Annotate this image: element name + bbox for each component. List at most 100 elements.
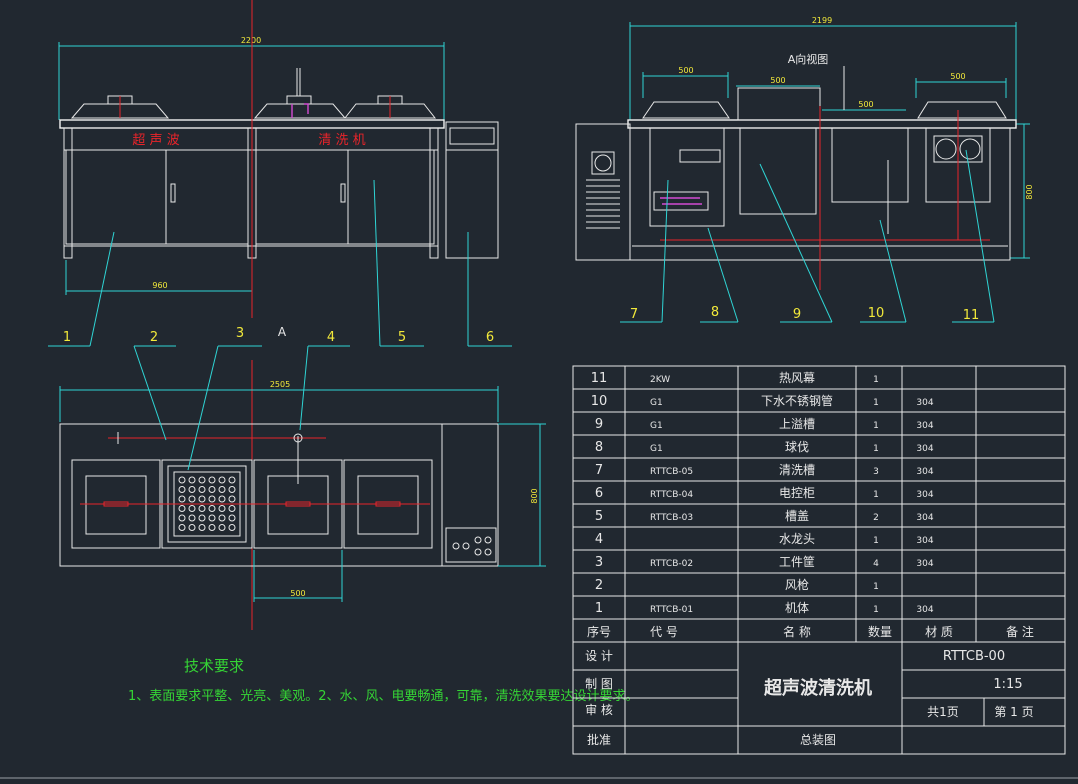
basket-hole [198,486,206,493]
side-dim-b: 500 [770,76,785,85]
bom-no: 4 [595,532,603,547]
basket-hole [198,524,206,531]
side-dim-a: 500 [678,66,693,75]
bom-no: 6 [595,486,603,501]
basket-hole [178,476,186,484]
bom-no: 11 [591,371,608,386]
bom-name: 上溢槽 [779,417,815,431]
bom-material: 304 [916,398,933,408]
bom-material: 304 [916,513,933,523]
bom-code: RTTCB-02 [650,559,693,569]
callout-8: 8 [711,305,719,320]
bom-name: 工件筐 [779,554,815,569]
callout-3: 3 [236,326,244,341]
basket-hole [198,514,206,522]
bom-material: 304 [916,421,933,431]
side-dim-d: 500 [950,72,965,81]
front-title-left: 超 声 波 [132,133,179,148]
plan-dim-partial: 500 [290,589,305,598]
basket-hole [198,505,206,512]
basket-hole [188,524,196,531]
bom-no: 9 [595,417,603,432]
basket-hole [178,514,186,522]
callout-2: 2 [150,330,158,345]
basket-hole [188,505,196,512]
bom-code: G1 [650,398,663,408]
bom-material: 304 [916,605,933,615]
front-dim-partial: 960 [152,281,167,290]
bom-qty: 1 [873,490,879,500]
bom-material: 304 [916,467,933,477]
basket-hole [208,524,216,531]
basket-hole [178,495,186,503]
tb-draw: 制 图 [585,677,613,691]
basket-hole [218,505,226,512]
bom-no: 1 [595,601,603,616]
bom-qty: 1 [873,421,879,431]
basket-hole [208,514,216,522]
bom-name: 机体 [785,601,809,615]
bom-qty: 1 [873,582,879,592]
bom-header-code: 代 号 [650,625,678,639]
bom-qty: 1 [873,444,879,454]
callout-6: 6 [486,330,494,345]
bom-code: G1 [650,421,663,431]
bom-no: 8 [595,440,603,455]
bom-material: 304 [916,559,933,569]
bom-qty: 2 [873,513,879,523]
front-dim-total: 2200 [241,36,261,45]
tb-check: 审 核 [585,702,613,717]
tb-approve: 批准 [587,732,611,747]
basket-hole [198,495,206,503]
basket-hole [178,524,186,531]
bom-qty: 1 [873,605,879,615]
bom-name: 下水不锈钢管 [761,393,833,408]
plan-dim-depth: 800 [530,488,539,503]
tb-product: 超声波清洗机 [764,677,872,699]
bom-name: 水龙头 [779,532,815,546]
bom-name: 电控柜 [779,486,815,500]
basket-hole [218,524,226,531]
basket-hole [228,514,236,522]
notes-title: 技术要求 [184,657,244,675]
plan-arrow-label: A [278,325,287,339]
bom-material: 304 [916,444,933,454]
callout-4: 4 [327,330,335,345]
bom-name: 清洗槽 [779,463,815,477]
basket-hole [188,495,196,503]
callout-10: 10 [868,306,885,321]
bom-name: 槽盖 [785,509,809,523]
basket-hole [208,505,216,512]
callout-9: 9 [793,307,801,322]
bom-code: RTTCB-05 [650,467,693,477]
tb-scale: 1:15 [993,677,1022,692]
bom-code: RTTCB-04 [650,490,693,500]
bom-header-name: 名 称 [783,624,811,639]
front-view: 2200 960 超 声 波 清 洗 [58,36,499,295]
bom-code: 2KW [650,375,670,385]
basket-hole [188,476,196,484]
bom-name: 球伐 [785,440,809,454]
basket-hole [198,476,206,484]
basket-hole [228,505,236,512]
basket-hole [228,495,236,503]
plan-dim-total: 2505 [270,380,290,389]
bom-material: 304 [916,490,933,500]
side-dim-height: 800 [1025,184,1034,199]
plan-view: 2505 800 [59,325,546,602]
bom-no: 2 [595,578,603,593]
bom-header-material: 材 质 [925,625,953,639]
bom-no: 3 [595,555,603,570]
basket-hole [218,476,226,484]
tb-sheet: 第 1 页 [994,705,1033,719]
bom-no: 7 [595,463,603,478]
callout-5: 5 [398,330,406,345]
bom-name: 热风幕 [779,371,815,385]
side-view-label: A向视图 [788,52,829,66]
callout-7: 7 [630,307,638,322]
bom-qty: 3 [873,467,879,477]
tb-drawing-type: 总装图 [800,733,836,747]
title-block: 设 计 制 图 审 核 批准 超声波清洗机 RTTCB-00 1:15 共1页 … [572,641,1066,755]
